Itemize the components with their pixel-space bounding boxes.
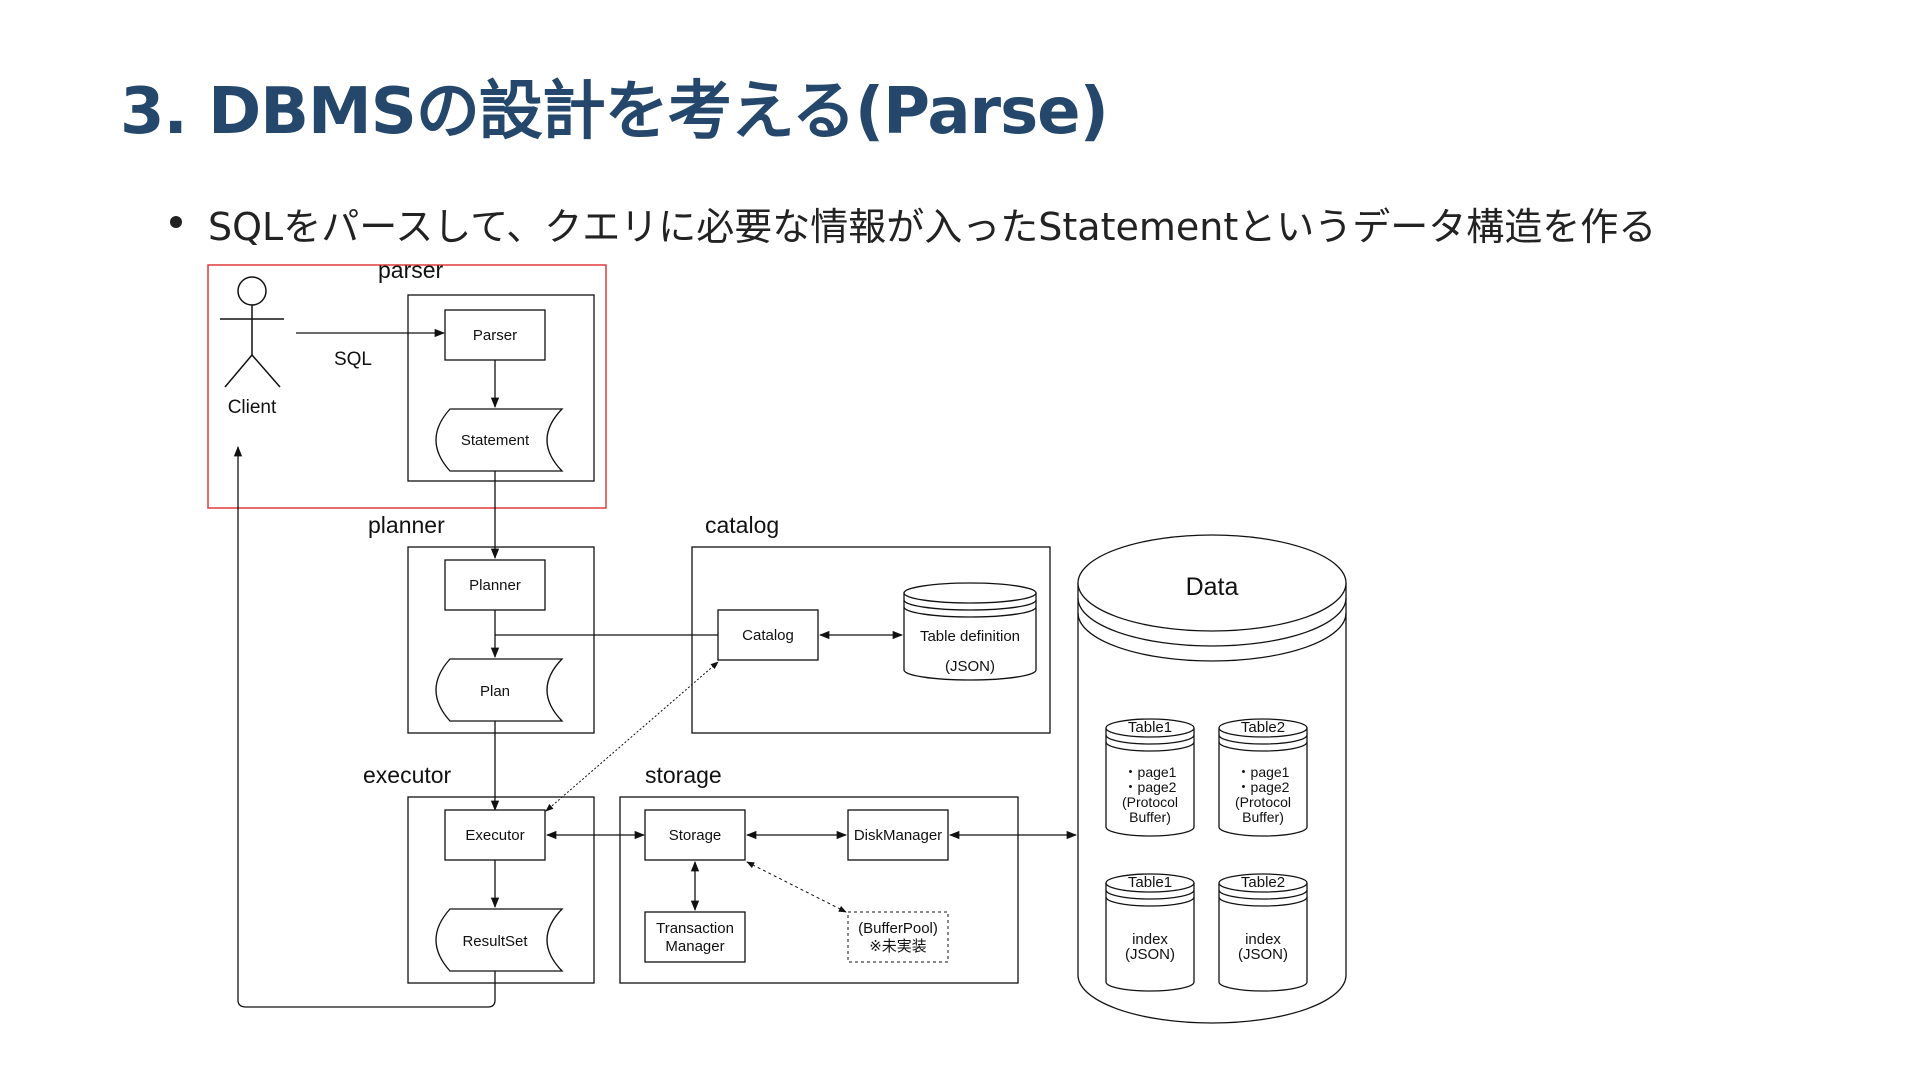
table-2-line-4: Buffer) <box>1242 809 1284 825</box>
node-resultset-label: ResultSet <box>462 933 528 950</box>
table-1-line-4: Buffer) <box>1129 809 1171 825</box>
node-planner-label: Planner <box>469 577 521 594</box>
node-resultset <box>435 908 564 972</box>
bullet-item: SQLをパースして、クエリに必要な情報が入ったStatementというデータ構造… <box>170 196 1656 251</box>
group-label-parser: parser <box>378 257 444 283</box>
table-cylinder-1 <box>1105 718 1195 837</box>
group-catalog <box>691 546 1051 734</box>
architecture-diagram: Client SQL parser Parser Statement plann… <box>207 257 1347 1024</box>
table-cylinder-3 <box>1105 873 1195 992</box>
node-catalog-label: Catalog <box>742 627 794 644</box>
table-2-line-1: ・page1 <box>1237 764 1290 780</box>
node-diskmanager <box>847 809 949 861</box>
group-label-catalog: catalog <box>705 512 779 538</box>
node-catalog <box>717 609 819 661</box>
node-transaction-manager-label-2: Manager <box>665 938 724 955</box>
table-1-line-3: (Protocol <box>1122 794 1178 810</box>
table-4-name: Table2 <box>1241 874 1285 891</box>
table-2-line-2: ・page2 <box>1237 779 1290 795</box>
node-table-definition-label-2: (JSON) <box>945 658 995 675</box>
node-table-definition-label-1: Table definition <box>920 628 1020 645</box>
table-4-line-2: (JSON) <box>1238 946 1288 963</box>
node-buffer-pool-label-1: (BufferPool) <box>858 920 938 937</box>
node-storage-label: Storage <box>669 827 722 844</box>
edge-storage-bufferpool <box>746 861 847 913</box>
table-2-line-3: (Protocol <box>1235 794 1291 810</box>
table-2-name: Table2 <box>1241 719 1285 736</box>
table-1-name: Table1 <box>1128 719 1172 736</box>
edge-executor-catalog <box>545 661 719 812</box>
sql-label: SQL <box>334 349 372 370</box>
table-3-line-2: (JSON) <box>1125 946 1175 963</box>
group-planner <box>407 546 595 734</box>
group-storage <box>619 796 1019 984</box>
data-store-title: Data <box>1186 573 1239 601</box>
group-label-executor: executor <box>363 762 452 788</box>
client-label: Client <box>228 397 277 418</box>
highlight-box <box>207 264 607 509</box>
node-parser-label: Parser <box>473 327 517 344</box>
group-executor <box>407 796 595 984</box>
node-parser <box>444 309 546 361</box>
table-cylinder-4 <box>1218 873 1308 992</box>
slide-title: 3. DBMSの設計を考える(Parse) <box>120 75 1109 149</box>
node-buffer-pool-label-2: ※未実装 <box>869 938 927 955</box>
table-4-line-1: index <box>1245 931 1281 948</box>
table-1-line-1: ・page1 <box>1124 764 1177 780</box>
bullet-list: SQLをパースして、クエリに必要な情報が入ったStatementというデータ構造… <box>170 196 1656 251</box>
table-cylinder-2 <box>1218 718 1308 837</box>
node-transaction-manager <box>644 911 746 963</box>
edge-resultset-client <box>233 445 496 1008</box>
bullet-text: SQLをパースして、クエリに必要な情報が入ったStatementというデータ構造… <box>208 205 1657 249</box>
client-actor-icon <box>220 276 284 388</box>
group-label-storage: storage <box>645 762 722 788</box>
node-statement <box>435 408 564 472</box>
group-parser <box>407 294 595 482</box>
group-label-planner: planner <box>368 512 445 538</box>
node-executor-label: Executor <box>465 827 524 844</box>
node-buffer-pool <box>847 911 949 963</box>
node-transaction-manager-label-1: Transaction <box>656 920 734 937</box>
bullet-dot-icon <box>170 216 182 228</box>
node-table-definition <box>903 582 1037 681</box>
table-1-line-2: ・page2 <box>1124 779 1177 795</box>
node-diskmanager-label: DiskManager <box>854 827 942 844</box>
node-plan-label: Plan <box>480 683 510 700</box>
table-3-name: Table1 <box>1128 874 1172 891</box>
node-storage <box>644 809 746 861</box>
table-3-line-1: index <box>1132 931 1168 948</box>
node-statement-label: Statement <box>461 432 530 449</box>
